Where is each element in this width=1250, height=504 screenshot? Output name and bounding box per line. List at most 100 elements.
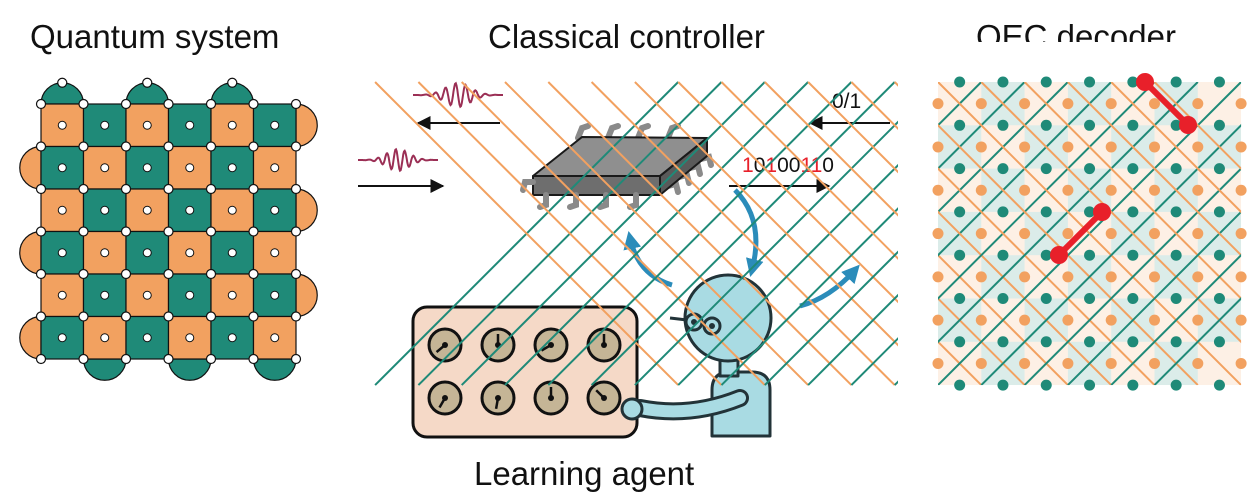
data-qubit	[120, 141, 132, 152]
data-qubit	[120, 353, 132, 365]
boundary-stabilizer	[295, 273, 318, 318]
data-qubit	[142, 77, 153, 88]
microwave-pulse-icon	[413, 81, 503, 109]
data-qubit	[290, 183, 302, 195]
decoder-node-teal	[1127, 76, 1139, 88]
decoder-node-teal	[954, 76, 966, 88]
boundary-stabilizer	[295, 188, 318, 233]
ancilla-qubit	[100, 205, 110, 215]
bitstring-digit: 1	[811, 154, 823, 177]
decoder-node-orange	[1062, 271, 1074, 283]
decoder-node-orange	[1105, 357, 1117, 369]
decoder-node-teal	[1213, 163, 1225, 175]
decoder-node-orange	[932, 141, 944, 153]
decoder-node-teal	[1213, 206, 1225, 218]
decoder-node-orange	[1105, 314, 1117, 326]
decoder-edge	[634, 81, 939, 386]
data-qubit	[205, 183, 217, 195]
ancilla-qubit	[100, 163, 110, 173]
chip-pin	[575, 123, 591, 141]
data-qubit	[290, 98, 302, 110]
boundary-stabilizer	[167, 358, 212, 381]
decoder-node-orange	[1062, 314, 1074, 326]
boundary-stabilizer	[19, 315, 42, 360]
decoder-node-teal	[1127, 379, 1139, 391]
decoder-node-teal	[1213, 76, 1225, 88]
decoder-node-teal	[1170, 163, 1182, 175]
decoder-node-orange	[1149, 357, 1160, 369]
data-qubit	[163, 353, 174, 365]
decoder-node-orange	[1149, 271, 1160, 283]
decoder-node-orange	[975, 141, 987, 153]
data-qubit	[120, 311, 132, 322]
controller-to-agent-arrow	[733, 188, 764, 277]
decoder-node-teal	[1170, 249, 1182, 261]
decoder-edge	[1110, 81, 1250, 223]
decoder-node-teal	[1170, 206, 1182, 218]
data-qubit	[248, 353, 259, 365]
decoder-node-orange	[932, 184, 944, 196]
ancilla-qubit	[227, 120, 237, 130]
data-qubit	[248, 183, 259, 195]
decoder-edge	[893, 81, 1199, 386]
data-qubit	[290, 141, 302, 152]
decoder-edge	[937, 81, 1242, 386]
dial-center	[495, 395, 501, 401]
decoder-node-orange	[1062, 228, 1074, 240]
decoder-node-orange	[975, 314, 987, 326]
chip-pin	[635, 123, 651, 141]
dial-center	[548, 342, 554, 348]
data-qubit	[205, 141, 217, 152]
decoder-edge	[807, 81, 1112, 386]
chip-pin	[605, 123, 621, 141]
decoder-defect-node	[1136, 73, 1154, 91]
decoder-edge	[547, 81, 853, 386]
boundary-stabilizer	[252, 358, 297, 381]
data-qubit	[120, 183, 132, 195]
decoder-node-orange	[1019, 271, 1031, 283]
data-qubit	[35, 268, 47, 280]
data-qubit	[78, 311, 89, 322]
decoder-edge	[1023, 81, 1250, 309]
decoder-node-teal	[954, 293, 966, 304]
decoder-node-teal	[997, 249, 1009, 261]
decoder-node-orange	[1192, 271, 1204, 283]
decoder-node-teal	[954, 163, 966, 175]
bitstring-digit: 0	[789, 154, 801, 177]
decoder-node-teal	[1040, 76, 1052, 88]
decoder-node-teal	[1127, 163, 1139, 175]
data-qubit	[78, 268, 89, 280]
decoder-node-orange	[1019, 98, 1031, 110]
data-qubit	[78, 353, 89, 365]
data-qubit	[205, 311, 217, 322]
decoder-node-teal	[1213, 249, 1225, 261]
decoder-node-teal	[997, 206, 1009, 218]
data-qubit	[120, 226, 132, 237]
bitstring-digit: 1	[765, 154, 777, 177]
boundary-stabilizer	[19, 145, 42, 190]
ancilla-qubit	[227, 333, 237, 343]
decoder-node-orange	[1192, 98, 1204, 110]
decoder-node-orange	[1105, 228, 1117, 240]
decoder-node-orange	[1019, 357, 1031, 369]
bitstring-digit: 0	[822, 154, 834, 177]
decoder-edge	[504, 81, 809, 386]
title-classical-controller: Classical controller	[488, 18, 765, 55]
decoder-node-teal	[1040, 119, 1052, 131]
decoder-edge	[720, 81, 1026, 386]
ancilla-qubit	[142, 120, 152, 130]
dial-center	[548, 395, 554, 401]
data-qubit	[205, 226, 217, 237]
decoder-node-teal	[1170, 119, 1182, 131]
decoder-node-orange	[1192, 184, 1204, 196]
ancilla-qubit	[57, 333, 67, 343]
bitstring-digit: 1	[742, 154, 754, 177]
decoder-node-orange	[932, 357, 944, 369]
ancilla-qubit	[270, 333, 280, 343]
decoder-node-teal	[997, 119, 1009, 131]
decoder-node-orange	[932, 98, 944, 110]
data-qubit	[163, 183, 174, 195]
data-qubit	[35, 226, 47, 237]
decoder-node-orange	[932, 314, 944, 326]
decoder-node-teal	[1040, 249, 1052, 261]
